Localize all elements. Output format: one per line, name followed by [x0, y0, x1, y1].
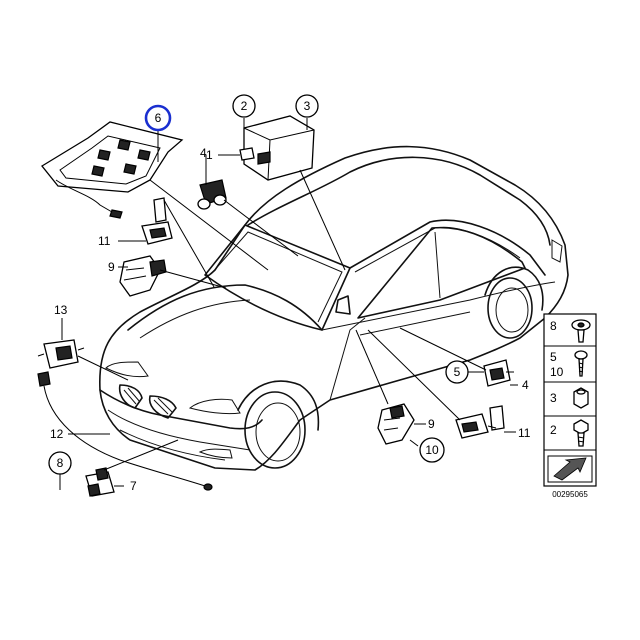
label-11-top: 11 [98, 234, 111, 248]
car-body [99, 145, 569, 471]
callout-6-label: 6 [155, 111, 162, 125]
label-7: 7 [130, 479, 137, 493]
callout-10-label: 10 [425, 443, 439, 457]
callout-3: 3 [295, 94, 319, 118]
label-4-right: 4 [522, 378, 529, 392]
callout-8-label: 8 [57, 456, 64, 470]
hex-nut-icon [573, 387, 589, 409]
callout-5: 5 [445, 360, 469, 384]
direction-arrow-icon [547, 455, 593, 483]
label-9-lower: 9 [428, 417, 435, 431]
sensor-4-right-part [483, 359, 514, 387]
legend-row1-number: 8 [550, 319, 557, 333]
fastener-legend: 8 5 10 3 2 [543, 313, 597, 487]
front-sensor-13-part [37, 339, 85, 369]
legend-row2-number-a: 5 [550, 350, 557, 364]
legend-row4-number: 2 [550, 423, 557, 437]
callout-8: 8 [48, 451, 72, 475]
label-4-top: 4 [200, 146, 207, 160]
legend-row2-number-b: 10 [550, 365, 564, 379]
callout-10: 10 [419, 437, 445, 463]
callout-6: 6 [144, 104, 172, 132]
screw-pan-head-icon [571, 319, 591, 343]
sensor-7-part [85, 467, 115, 497]
callout-3-label: 3 [304, 99, 311, 113]
label-1: 1 [206, 148, 213, 162]
sensor-11-top-part [141, 197, 173, 245]
hex-bolt-icon [573, 419, 589, 447]
label-11-lower: 11 [518, 426, 531, 440]
cable-12-part [37, 371, 213, 491]
leader-lines [59, 118, 518, 490]
label-12: 12 [50, 427, 64, 441]
sensor-11-lower-part [455, 405, 505, 439]
screw-small-icon [574, 350, 588, 377]
diagram-code: 00295065 [552, 490, 588, 499]
bracket-9-lower-part [377, 403, 415, 445]
sensor-top-part [197, 179, 227, 210]
callout-5-label: 5 [454, 365, 461, 379]
seat-occupancy-mat-part [41, 121, 184, 219]
callout-2-label: 2 [241, 99, 248, 113]
callout-2: 2 [232, 94, 256, 118]
airbag-control-unit-part [239, 115, 315, 181]
bracket-9-top-part [119, 255, 167, 297]
label-9-top: 9 [108, 260, 115, 274]
legend-row3-number: 3 [550, 391, 557, 405]
label-13: 13 [54, 303, 68, 317]
